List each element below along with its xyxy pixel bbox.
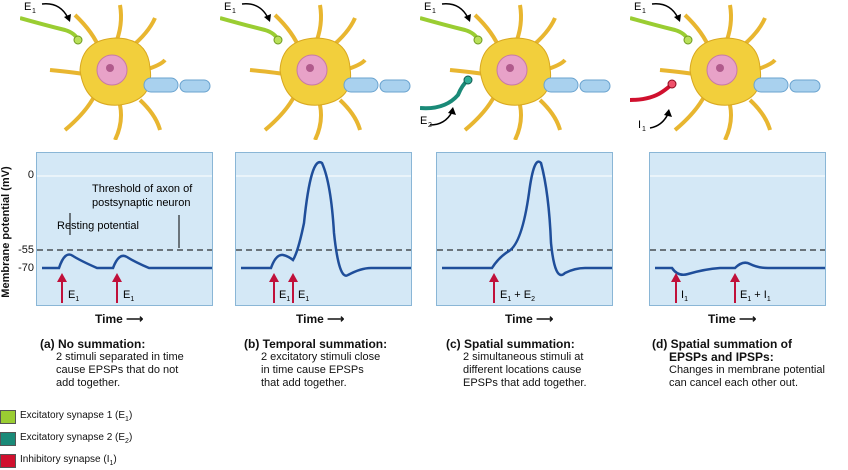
stim-label-2: E1 <box>298 289 309 303</box>
plot-b: E1 E1 <box>235 152 412 306</box>
svg-text:E: E <box>634 1 641 13</box>
stim-arrowhead-2 <box>730 273 740 282</box>
time-label-c: Time ⟶ <box>505 312 554 326</box>
svg-text:I: I <box>638 119 641 131</box>
legend: Excitatory synapse 1 (E1) Excitatory syn… <box>0 410 200 470</box>
membrane-trace <box>42 253 212 270</box>
plot-d-svg: I1 E1 + I1 <box>650 175 825 303</box>
svg-text:E: E <box>424 1 431 13</box>
threshold-label-1: Threshold of axon of <box>92 183 193 195</box>
plot-b-svg: E1 E1 <box>236 160 411 303</box>
plot-a: Resting potential Threshold of axon of p… <box>36 152 213 306</box>
stim-label-1: I1 <box>681 289 688 303</box>
stim-label-1: E1 <box>68 289 79 303</box>
time-arrow-icon: ⟶ <box>327 312 345 326</box>
plot-a-svg: Resting potential Threshold of axon of p… <box>37 175 212 303</box>
time-arrow-icon: ⟶ <box>536 312 554 326</box>
legend-swatch <box>0 410 16 424</box>
time-label-d: Time ⟶ <box>708 312 757 326</box>
svg-text:1: 1 <box>232 8 236 15</box>
stim-arrowhead-2 <box>112 273 122 282</box>
time-arrow-icon: ⟶ <box>739 312 757 326</box>
svg-text:E: E <box>224 1 231 13</box>
svg-text:1: 1 <box>642 126 646 133</box>
svg-text:E: E <box>24 1 31 13</box>
membrane-trace <box>655 261 825 276</box>
stim-label-1: E1 <box>279 289 290 303</box>
membrane-trace <box>442 160 612 277</box>
time-arrow-icon: ⟶ <box>126 312 144 326</box>
stim-arrowhead-1 <box>671 273 681 282</box>
stim-arrowhead-1 <box>489 273 499 282</box>
time-label-b: Time ⟶ <box>296 312 345 326</box>
stim-label-2: E1 + I1 <box>740 289 771 303</box>
plot-c-svg: E1 + E2 <box>437 160 612 303</box>
caption-b: (b) Temporal summation: 2 excitatory sti… <box>244 337 388 390</box>
stim-arrowhead-2 <box>288 273 298 282</box>
time-label-a: Time ⟶ <box>95 312 144 326</box>
caption-c: (c) Spatial summation: 2 simultaneous st… <box>446 337 587 390</box>
caption-a: (a) No summation: 2 stimuli separated in… <box>40 337 184 390</box>
threshold-label-2: postsynaptic neuron <box>92 197 190 209</box>
svg-text:E: E <box>420 115 427 127</box>
legend-swatch <box>0 454 16 468</box>
y-tick-0: 0 <box>27 169 34 181</box>
svg-text:1: 1 <box>32 8 36 15</box>
stim-label-2: E1 <box>123 289 134 303</box>
caption-d: (d) Spatial summation of EPSPs and IPSPs… <box>652 337 825 390</box>
stim-arrowhead-1 <box>57 273 67 282</box>
legend-swatch <box>0 432 16 446</box>
stim-label-1: E1 + E2 <box>500 289 535 303</box>
y-tick-minus55: -55 <box>18 244 34 256</box>
svg-text:1: 1 <box>642 8 646 15</box>
resting-label: Resting potential <box>57 220 139 232</box>
stim-arrowhead-1 <box>269 273 279 282</box>
plot-d: I1 E1 + I1 <box>649 152 826 306</box>
plot-c: E1 + E2 <box>436 152 613 306</box>
svg-text:2: 2 <box>428 122 432 129</box>
y-tick-minus70: -70 <box>18 262 34 274</box>
svg-text:1: 1 <box>432 8 436 15</box>
membrane-trace <box>241 160 411 277</box>
